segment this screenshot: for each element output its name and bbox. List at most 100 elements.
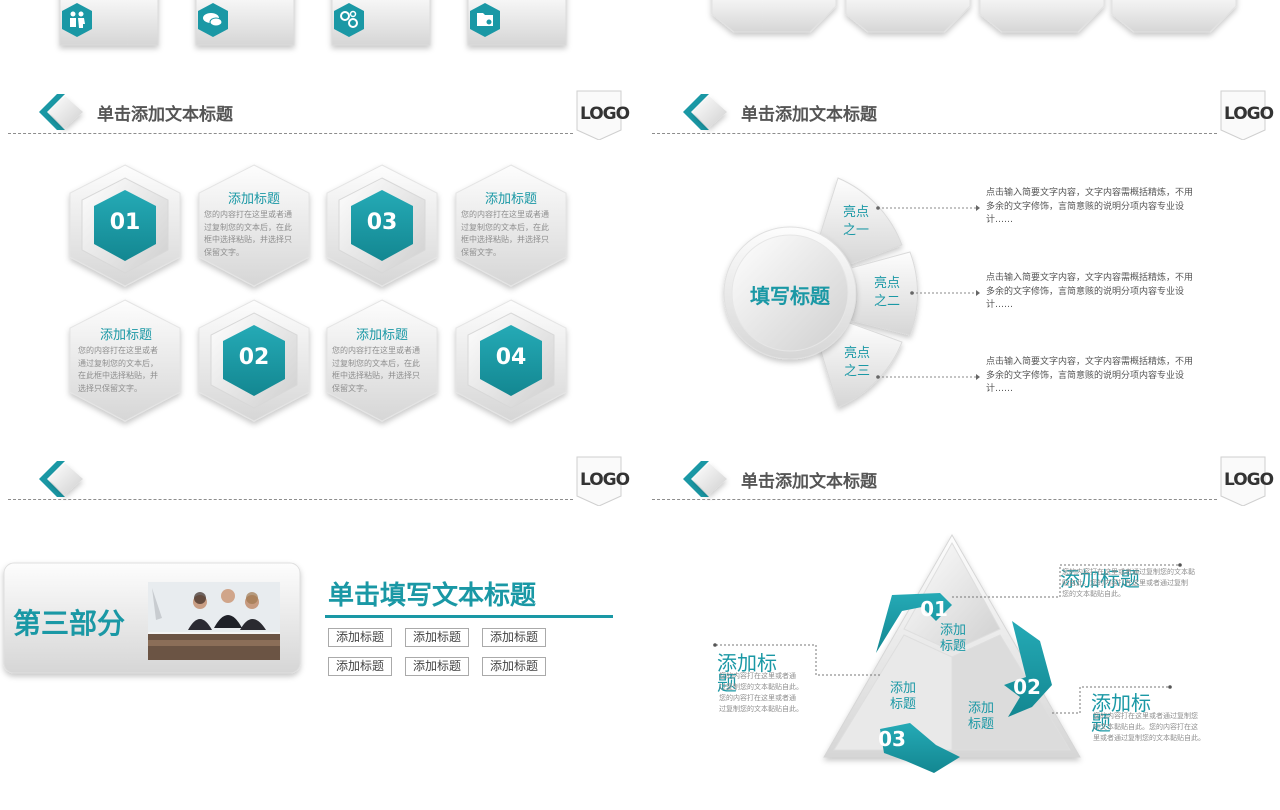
inner-label-line: 标题 <box>890 697 917 712</box>
tag-button[interactable]: 添加标题 <box>482 657 546 676</box>
desc-line: 计…… <box>986 300 1014 310</box>
inner-label-line: 添加 <box>890 681 917 696</box>
top-left-strip <box>0 0 640 60</box>
inner-label-line: 添加 <box>968 701 995 716</box>
people-icon <box>62 3 92 37</box>
chat-icon <box>198 3 228 37</box>
hex-card-3[interactable]: 添加标题 您的内容打在这里或者 通过复制您的文本后， 在此框中选择粘贴，并 选择… <box>78 324 174 395</box>
section-title[interactable]: 单击填写文本标题 <box>328 581 537 611</box>
slide-fan-highlights: 单击添加文本标题 LOGO 填写标题 亮点 之一 亮点 之二 亮点 之三 <box>640 80 1280 445</box>
desc-line: 计…… <box>986 384 1014 394</box>
hex-card-4[interactable]: 添加标题 您的内容打在这里或者通 过复制您的文本后，在此 框中选择粘贴，并选择只… <box>332 324 432 395</box>
callout-line: 您的内容打在这里或者通过复制您的文本黏 <box>1062 568 1195 576</box>
hex-card-title: 添加标题 <box>227 192 280 207</box>
header-divider <box>8 133 573 134</box>
desc-line: 点击输入简要文字内容，文字内容需概括精炼，不用 <box>986 273 1194 283</box>
hex-card-line: 选择只保留文字。 <box>78 383 142 393</box>
fan-segment-1[interactable]: 亮点 之一 <box>843 204 869 240</box>
triangle-diagram <box>713 533 1182 773</box>
tag-button[interactable]: 添加标题 <box>328 657 392 676</box>
hex-card-line: 保留文字。 <box>332 383 372 393</box>
hex-card-line: 在此框中选择粘贴，并 <box>78 371 158 380</box>
segment-label-line: 之二 <box>874 294 901 309</box>
number-badge-02: 02 <box>238 345 270 370</box>
folder-icon <box>470 3 500 37</box>
callout-title: 添加标题 <box>1091 691 1151 735</box>
callout-title: 添加标题 <box>1060 567 1140 591</box>
top-right-strip <box>640 0 1280 60</box>
gears-icon <box>334 3 364 37</box>
header-divider <box>652 133 1217 134</box>
inner-label-line: 标题 <box>968 717 995 732</box>
segment-label-line: 亮点 <box>874 276 901 291</box>
hex-card-2[interactable]: 添加标题 您的内容打在这里或者通 过复制您的文本后，在此 框中选择粘贴，并选择只… <box>461 188 561 259</box>
tag-button[interactable]: 添加标题 <box>405 657 469 676</box>
logo-badge: LOGO <box>1220 456 1274 506</box>
section-title-underline <box>325 615 613 618</box>
slide-title[interactable]: 单击添加文本标题 <box>741 472 877 492</box>
callout-line: 您的内容打在这里或者通过复制您 <box>1093 712 1198 720</box>
callout-line: 过复制您的文本黏贴自此。 <box>719 683 803 691</box>
strip-shapes <box>711 0 1237 33</box>
callout-line: 的文本黏贴自此。您的内容打在这 <box>1093 723 1198 731</box>
tag-button[interactable]: 添加标题 <box>405 628 469 647</box>
section-part-label: 第三部分 <box>13 607 126 640</box>
triangle-inner-label-2[interactable]: 添加 标题 <box>890 681 916 713</box>
logo-badge: LOGO <box>1220 90 1274 140</box>
hex-card-1[interactable]: 添加标题 您的内容打在这里或者通 过复制您的文本后，在此 框中选择粘贴，并选择只… <box>204 188 304 259</box>
hex-card-line: 框中选择粘贴，并选择只 <box>204 235 292 244</box>
segment-label-line: 亮点 <box>843 205 870 220</box>
desc-line: 点击输入简要文字内容，文字内容需概括精炼，不用 <box>986 188 1194 198</box>
slide-hexagon-grid: 单击添加文本标题 LOGO 01 03 02 0 <box>0 80 640 445</box>
callout-bottom-right[interactable]: 添加标题 您的内容打在这里或者通过复制您 的文本黏贴自此。您的内容打在这 里或者… <box>1091 693 1221 744</box>
triangle-inner-label-1[interactable]: 添加 标题 <box>940 623 966 655</box>
triangle-inner-label-3[interactable]: 添加 标题 <box>968 701 994 733</box>
tag-button[interactable]: 添加标题 <box>482 628 546 647</box>
callout-line: 您的内容打在这里或者通 <box>719 672 796 680</box>
fan-desc-2[interactable]: 点击输入简要文字内容，文字内容需概括精炼，不用 多余的文字修饰，言简意赅的说明分… <box>986 272 1216 313</box>
callout-left[interactable]: 添加标题 您的内容打在这里或者通 过复制您的文本黏贴自此。 您的内容打在这里或者… <box>717 653 817 715</box>
logo-text: LOGO <box>580 470 630 490</box>
slide-triangle-cycle: 单击添加文本标题 LOGO 01 02 03 添加 标题 添加 <box>640 445 1280 810</box>
callout-title: 添加标题 <box>717 651 777 695</box>
segment-label-line: 之一 <box>843 223 870 238</box>
hex-card-line: 过复制您的文本后，在此 <box>204 222 292 232</box>
cycle-number-03: 03 <box>878 727 906 751</box>
fan-segment-2[interactable]: 亮点 之二 <box>874 275 900 311</box>
logo-text: LOGO <box>1224 104 1274 124</box>
desc-line: 点击输入简要文字内容，文字内容需概括精炼，不用 <box>986 357 1194 367</box>
desc-line: 计…… <box>986 215 1014 225</box>
callout-line: 您的文本黏贴自此。 <box>1062 590 1125 598</box>
segment-label-line: 之三 <box>844 364 871 379</box>
slide-title[interactable]: 单击添加文本标题 <box>97 105 233 125</box>
number-badge-04: 04 <box>495 345 527 370</box>
hex-card-line: 框中选择粘贴，并选择只 <box>461 235 549 244</box>
hex-card-line: 您的内容打在这里或者 <box>78 346 158 355</box>
fan-diagram <box>723 177 980 408</box>
header-divider <box>652 499 1217 500</box>
logo-text: LOGO <box>1224 470 1274 490</box>
fan-desc-1[interactable]: 点击输入简要文字内容，文字内容需概括精炼，不用 多余的文字修饰，言简意赅的说明分… <box>986 187 1216 228</box>
header-divider <box>8 499 573 500</box>
hex-card-line: 您的内容打在这里或者通 <box>332 346 420 355</box>
hex-card-line: 框中选择粘贴，并选择只 <box>332 371 420 380</box>
strip-cards <box>59 0 567 46</box>
slide-title[interactable]: 单击添加文本标题 <box>741 105 877 125</box>
hex-card-line: 过复制您的文本后，在此 <box>332 358 420 368</box>
hex-card-line: 过复制您的文本后，在此 <box>461 222 549 232</box>
logo-badge: LOGO <box>576 456 630 506</box>
desc-line: 多余的文字修饰，言简意赅的说明分项内容专业设 <box>986 201 1185 212</box>
callout-line: 里或者通过复制您的文本黏贴自此。 <box>1093 734 1205 742</box>
fan-center-title[interactable]: 填写标题 <box>750 284 830 308</box>
hex-card-title: 添加标题 <box>99 328 152 343</box>
hex-card-title: 添加标题 <box>355 328 408 343</box>
callout-top-right[interactable]: 添加标题 您的内容打在这里或者通过复制您的文本黏 贴自此。您的内容打在这里或者通… <box>1060 567 1210 600</box>
fan-segment-3[interactable]: 亮点 之三 <box>844 345 870 381</box>
fan-desc-3[interactable]: 点击输入简要文字内容，文字内容需概括精炼，不用 多余的文字修饰，言简意赅的说明分… <box>986 356 1216 397</box>
tag-button[interactable]: 添加标题 <box>328 628 392 647</box>
hex-card-line: 您的内容打在这里或者通 <box>204 210 292 219</box>
callout-line: 您的内容打在这里或者通 <box>719 694 796 702</box>
slide-section-three: LOGO 第三部分 单击填写文本标题 添加标题 添加标题 添加标题 添加标题 添… <box>0 445 640 810</box>
logo-badge: LOGO <box>576 90 630 140</box>
segment-label-line: 亮点 <box>844 346 871 361</box>
